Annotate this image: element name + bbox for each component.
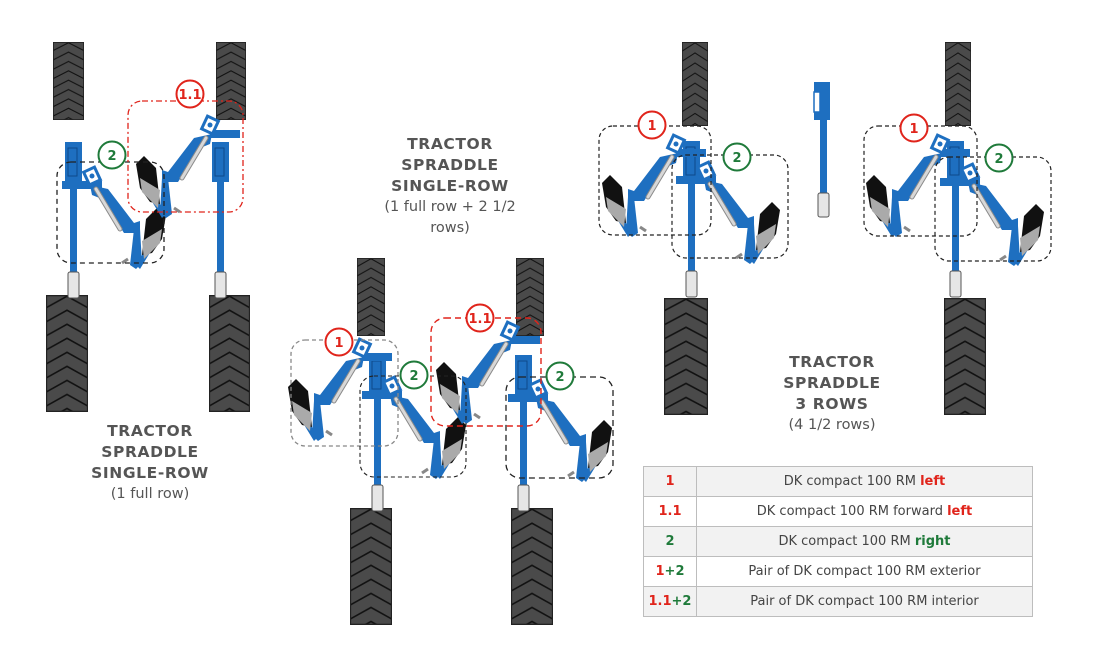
diagram-three-rows: 1 2 1 2 [598,42,1052,415]
legend-description-text: Pair of DK compact 100 RM exterior [748,564,981,579]
badge-label: 2 [994,152,1003,167]
rear-left-tire [350,508,392,625]
front-right-tire [945,42,971,126]
legend-code: 1 [643,466,697,497]
rear-right-tire [944,298,986,415]
legend-description-text: DK compact 100 RM [783,474,921,489]
toolbar-post-right [211,141,230,299]
badge-left-2: 1 [899,113,929,143]
badge-label: 2 [555,370,564,385]
legend-description: Pair of DK compact 100 RM interior [696,586,1033,617]
caption-subtitle: (1 full row + 2 1/2 [384,199,516,215]
toolbar-post-left [682,140,701,298]
badge-right: 2 [399,360,429,390]
legend-table: 1 DK compact 100 RM left 1.1 DK compact 100… [643,466,1033,617]
front-right-tire [516,258,544,336]
legend-code-part: +2 [671,594,692,609]
badge-label: 1.1 [468,312,491,327]
rear-right-tire [209,295,250,412]
toolbar-post-left [64,141,83,299]
front-left-tire [357,258,385,336]
legend-code-part: 2 [665,534,675,549]
legend-side-label: left [947,504,973,519]
caption-single-row-plus: TRACTOR SPRADDLE SINGLE-ROW (1 full row … [355,134,545,239]
diagram-single-row-plus: 1 2 1.1 2 [288,258,614,625]
legend-description-text: DK compact 100 RM forward [756,504,948,519]
caption-title-line: SPRADDLE [783,374,881,392]
legend-code-part: 1.1 [658,504,682,519]
caption-title-line: TRACTOR [107,422,193,440]
toolbar-post-left [368,354,387,512]
caption-subtitle: (4 1/2 rows) [788,417,876,433]
legend-description: DK compact 100 RM right [696,526,1033,557]
diagram-single-row: 2 1.1 [46,42,250,412]
badge-forward-left: 1.1 [465,303,495,333]
toolbar-post-right [946,140,965,298]
legend-code: 1+2 [643,556,697,587]
legend-code: 2 [643,526,697,557]
zone-right-2 [505,376,614,479]
legend-row: 1+2 Pair of DK compact 100 RM exterior [643,556,1033,587]
legend-code-part: 1 [665,474,675,489]
toolbar-post-center [813,82,830,218]
badge-right-2: 2 [984,143,1014,173]
caption-title-line: TRACTOR [407,135,493,153]
toolbar-post-right [514,354,533,512]
caption-subtitle: rows) [430,220,470,236]
rear-left-tire [46,295,88,412]
badge-label: 2 [732,151,741,166]
caption-title-line: 3 ROWS [795,395,869,413]
caption-title-line: TRACTOR [789,353,875,371]
caption-three-rows: TRACTOR SPRADDLE 3 ROWS (4 1/2 rows) [742,352,922,436]
legend-row: 1.1 DK compact 100 RM forward left [643,496,1033,527]
legend-side-label: right [914,534,951,549]
badge-right: 2 [722,142,752,172]
legend-row: 2 DK compact 100 RM right [643,526,1033,557]
legend-description-text: DK compact 100 RM [778,534,915,549]
legend-code-part: +2 [664,564,685,579]
badge-label: 2 [107,149,116,164]
legend-code-part: 1.1 [648,594,672,609]
zone-left [290,339,399,447]
badge-label: 1 [647,119,656,134]
badge-right-2: 2 [545,361,575,391]
caption-title-line: SINGLE-ROW [391,177,509,195]
caption-title-line: SPRADDLE [101,443,199,461]
rear-left-tire [664,298,708,415]
caption-title-line: SPRADDLE [401,156,499,174]
legend-code: 1.1+2 [643,586,697,617]
rear-right-tire [511,508,553,625]
legend-side-label: left [920,474,946,489]
legend-description: DK compact 100 RM forward left [696,496,1033,527]
badge-label: 1 [909,122,918,137]
caption-title-line: SINGLE-ROW [91,464,209,482]
badge-label: 1.1 [178,88,201,103]
legend-description: Pair of DK compact 100 RM exterior [696,556,1033,587]
badge-forward-left: 1.1 [175,79,205,109]
front-left-tire [53,42,84,120]
badge-right: 2 [97,140,127,170]
badge-left: 1 [324,327,354,357]
legend-row: 1.1+2 Pair of DK compact 100 RM interior [643,586,1033,617]
badge-label: 2 [409,369,418,384]
legend-code: 1.1 [643,496,697,527]
legend-description-text: Pair of DK compact 100 RM interior [750,594,979,609]
badge-left: 1 [637,110,667,140]
front-left-tire [682,42,708,126]
legend-description: DK compact 100 RM left [696,466,1033,497]
caption-single-row: TRACTOR SPRADDLE SINGLE-ROW (1 full row) [60,421,240,505]
badge-label: 1 [334,336,343,351]
legend-row: 1 DK compact 100 RM left [643,466,1033,497]
legend-code-part: 1 [655,564,665,579]
caption-subtitle: (1 full row) [110,486,190,502]
